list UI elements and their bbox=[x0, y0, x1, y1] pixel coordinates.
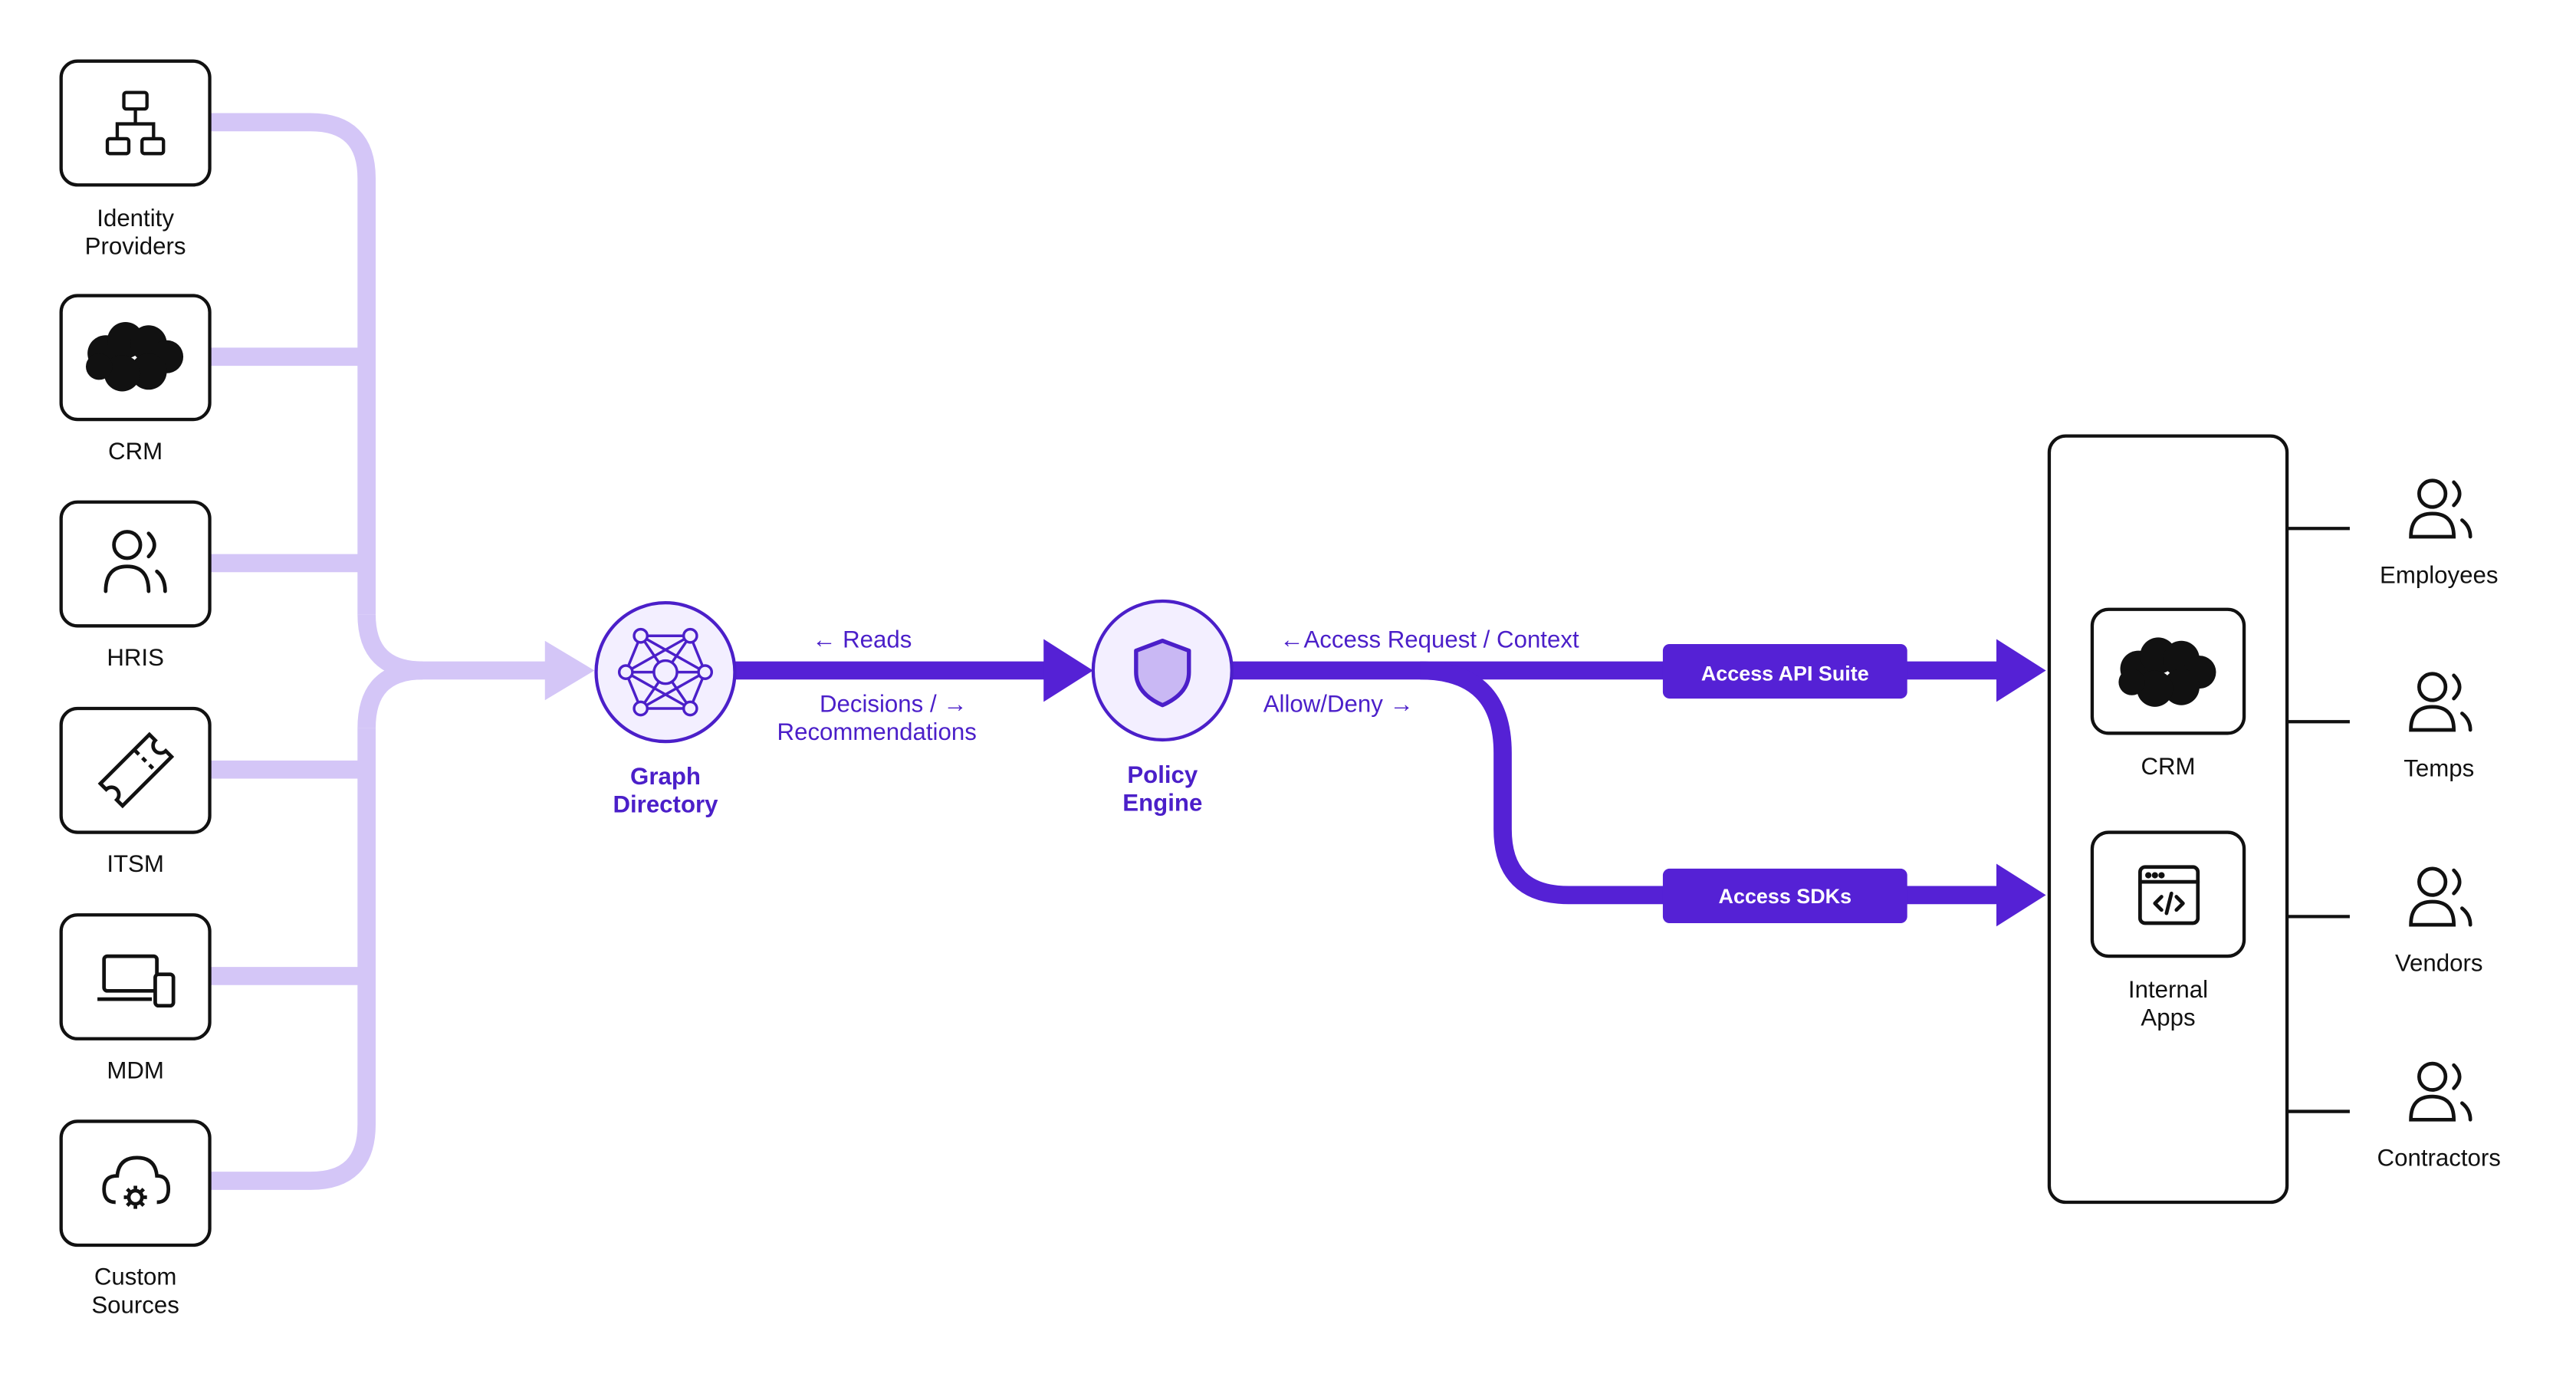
graph-directory-node[interactable]: Graph Directory bbox=[594, 600, 737, 818]
connector-custom-sources bbox=[209, 728, 376, 1190]
user-label: Vendors bbox=[2395, 949, 2483, 976]
user-contractors[interactable]: Contractors bbox=[2377, 1061, 2501, 1172]
laptop-phone-icon bbox=[97, 954, 176, 1008]
app-label: CRM bbox=[2141, 753, 2195, 780]
source-label: HRIS bbox=[107, 644, 164, 671]
user-employees[interactable]: Employees bbox=[2380, 478, 2498, 589]
policy-engine-node[interactable]: Policy Engine bbox=[1091, 599, 1234, 817]
source-crm[interactable]: CRM bbox=[59, 294, 212, 465]
user-temps[interactable]: Temps bbox=[2404, 672, 2474, 782]
users-icon bbox=[2409, 866, 2472, 927]
policy-engine-label-line2: Engine bbox=[1122, 790, 1202, 817]
arrowhead-sdks-to-apps bbox=[1996, 863, 2046, 927]
apps-container: CRM Internal Apps bbox=[2047, 434, 2289, 1205]
access-request-label: ←Access Request / Context bbox=[1280, 626, 1579, 652]
users-icon bbox=[2409, 1061, 2472, 1122]
user-label: Contractors bbox=[2377, 1145, 2501, 1172]
source-label-line2: Providers bbox=[85, 233, 186, 260]
reads-label: ← Reads bbox=[812, 626, 912, 652]
app-internal-apps[interactable]: Internal Apps bbox=[2090, 830, 2246, 1031]
pill-label: Access SDKs bbox=[1719, 885, 1852, 908]
user-connector-lines bbox=[2287, 527, 2350, 1113]
cloud-logo-icon bbox=[2118, 637, 2216, 707]
allow-deny-label: Allow/Deny → bbox=[1263, 690, 1414, 717]
arrowhead-into-graph-directory bbox=[544, 640, 595, 701]
source-label-line1: Custom bbox=[94, 1264, 177, 1290]
user-label: Employees bbox=[2380, 561, 2498, 588]
source-custom-sources[interactable]: Custom Sources bbox=[59, 1119, 212, 1318]
source-label: MDM bbox=[107, 1057, 164, 1083]
source-mdm[interactable]: MDM bbox=[59, 913, 212, 1083]
app-crm[interactable]: CRM bbox=[2090, 607, 2246, 780]
ticket-icon bbox=[97, 731, 175, 809]
pill-label: Access API Suite bbox=[1701, 662, 1869, 685]
decisions-label-line1: Decisions / → bbox=[820, 690, 968, 717]
org-chart-icon bbox=[105, 90, 166, 156]
source-label-line1: Identity bbox=[97, 205, 174, 232]
source-hris[interactable]: HRIS bbox=[59, 500, 212, 671]
app-label-line2: Apps bbox=[2141, 1004, 2195, 1031]
source-label-line2: Sources bbox=[91, 1291, 179, 1318]
network-icon bbox=[617, 627, 714, 717]
access-api-suite-pill[interactable]: Access API Suite bbox=[1662, 644, 1907, 699]
graph-directory-label-line1: Graph bbox=[630, 763, 701, 790]
users-icon bbox=[2409, 478, 2472, 539]
decisions-label-line2: Recommendations bbox=[777, 718, 977, 745]
shield-icon bbox=[1134, 638, 1191, 708]
code-window-icon bbox=[2138, 865, 2200, 925]
connector-identity-providers bbox=[209, 113, 376, 615]
source-label: CRM bbox=[108, 438, 163, 465]
cloud-gear-icon bbox=[102, 1155, 171, 1209]
graph-directory-label-line2: Directory bbox=[613, 791, 718, 818]
arrowhead-api-suite-to-apps bbox=[1996, 639, 2046, 702]
source-connector-lines bbox=[209, 113, 552, 1190]
source-label: ITSM bbox=[107, 850, 164, 877]
source-itsm[interactable]: ITSM bbox=[59, 706, 212, 877]
policy-engine-label-line1: Policy bbox=[1127, 761, 1198, 788]
flow-policy-to-sdks bbox=[1420, 661, 1668, 905]
dark-flow-lines bbox=[734, 661, 2005, 905]
source-identity-providers[interactable]: Identity Providers bbox=[59, 59, 212, 260]
sources-column: Identity Providers CRM bbox=[59, 59, 212, 1318]
arrowhead-into-policy-engine bbox=[1043, 639, 1093, 702]
app-label-line1: Internal bbox=[2128, 976, 2208, 1003]
cloud-logo-icon bbox=[86, 322, 184, 392]
access-sdks-pill[interactable]: Access SDKs bbox=[1662, 868, 1907, 923]
users-icon bbox=[104, 530, 167, 593]
user-label: Temps bbox=[2404, 754, 2474, 781]
user-vendors[interactable]: Vendors bbox=[2395, 866, 2483, 977]
users-icon bbox=[2409, 672, 2472, 732]
